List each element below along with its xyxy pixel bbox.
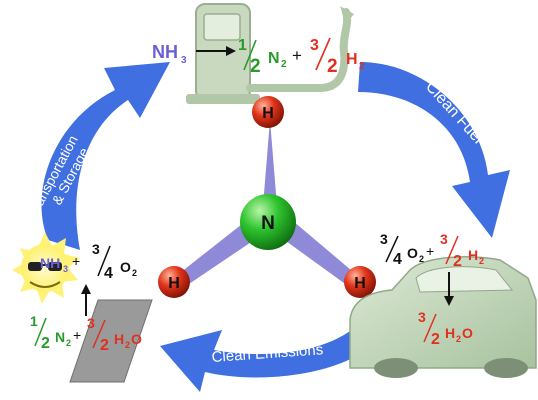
hydrogen-atom-left [158,266,190,298]
hydrogen-label-left: H [168,275,180,292]
h2-label: H [346,51,358,68]
clean-fuel-arrow [358,62,510,238]
h2o-o-label-right: O [462,325,473,341]
o2-label: O [407,245,418,261]
clean-emissions-arrow [160,320,378,392]
h2o-h-label-right: H [445,325,455,341]
h2o-o-label-left: O [131,331,142,347]
plus-sign-left: + [72,253,80,269]
o2-coef-denominator-left: 4 [104,265,113,282]
left-reaction: NH 3 + 3 4 O 2 1 2 N 2 + 3 2 H 2 O [30,241,142,354]
o2-subscript: 2 [419,254,424,264]
n2-coef-numerator-left: 1 [30,313,38,329]
hydrogen-atom-right [344,266,376,298]
h2o-subscript-left: 2 [125,340,130,350]
n2-label: N [268,50,280,67]
o2-label-left: O [120,259,131,275]
transport-storage-arrow [41,62,170,250]
n2-coef-numerator: 1 [238,37,247,54]
plus-sign-right: + [426,243,434,259]
solar-panel-icon [69,299,153,383]
sun-icon [12,232,80,304]
n2-label-left: N [55,329,65,345]
h2o-coef-numerator-right: 3 [418,309,426,325]
nh3-subscript-left: 3 [63,264,68,274]
top-reaction: NH 3 1 2 N 2 + 3 2 H 2 [152,37,365,77]
h2-coef-numerator-right: 3 [440,231,448,247]
h2o-h-label-left: H [114,331,124,347]
hydrogen-label-top: H [262,105,274,122]
h2o-coef-denominator-left: 2 [100,337,109,354]
plus-sign-left-2: + [73,327,81,343]
h2-coef-numerator: 3 [310,37,319,54]
car-icon [349,256,537,378]
h2o-subscript-right: 2 [456,334,461,344]
n2-coef-denominator-left: 2 [41,335,50,352]
nh3-label: NH [152,42,178,62]
h2-coef-denominator-right: 2 [453,253,462,270]
h2-label-right: H [468,247,478,263]
right-reaction: 3 4 O 2 + 3 2 H 2 3 2 H 2 O [380,231,484,348]
plus-sign: + [292,46,302,65]
o2-coef-denominator: 4 [393,251,402,268]
o2-coef-numerator-left: 3 [92,241,100,257]
h2-coef-denominator: 2 [327,56,338,77]
n2-coef-denominator: 2 [250,56,261,77]
hydrogen-label-right: H [354,275,366,292]
o2-coef-numerator: 3 [380,231,388,247]
nh3-subscript: 3 [181,55,187,66]
h2o-coef-denominator-right: 2 [431,331,440,348]
nitrogen-label: N [261,213,275,234]
h2-subscript-right: 2 [479,256,484,266]
h2o-coef-numerator-left: 3 [87,315,95,331]
h2-subscript: 2 [359,61,365,72]
bond-top [262,120,278,218]
hydrogen-atom-top [252,96,284,128]
nitrogen-atom [240,194,296,250]
n2-subscript: 2 [281,59,287,70]
nh3-label-left: NH [40,255,60,271]
n2-subscript-left: 2 [66,338,71,348]
sunglasses-icon [28,262,62,271]
o2-subscript-left: 2 [132,268,137,278]
ammonia-molecule: H H H N [158,96,376,298]
